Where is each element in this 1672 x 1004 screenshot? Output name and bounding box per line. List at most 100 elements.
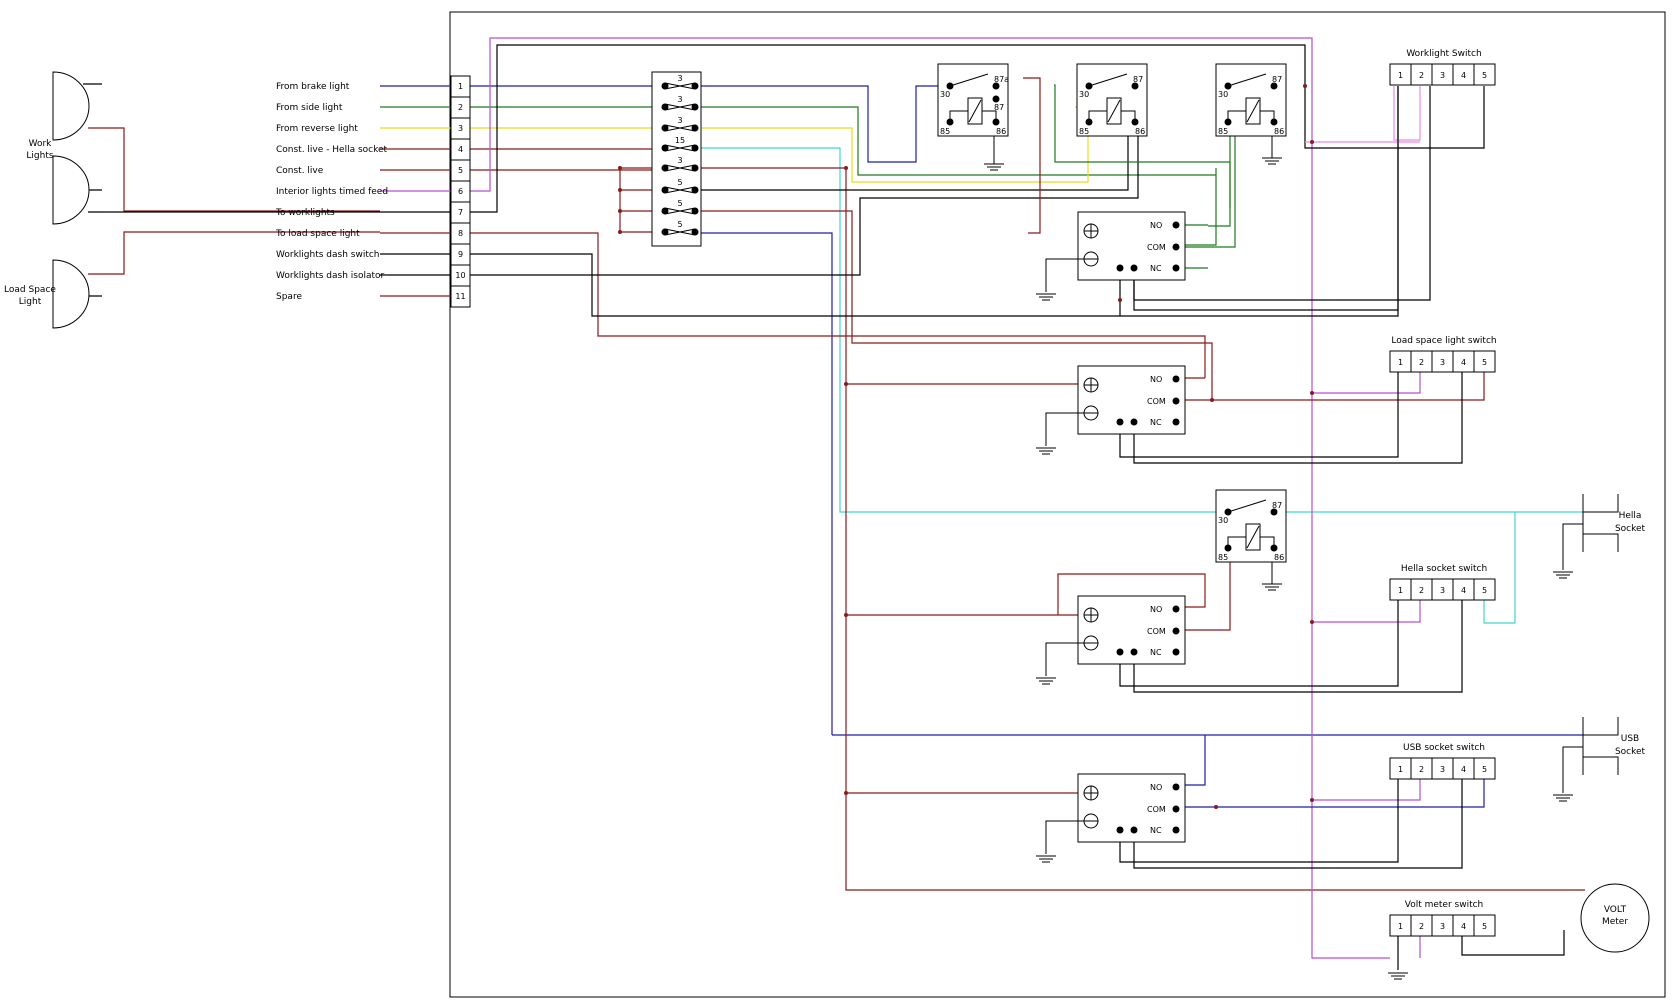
worklight-pink: [1393, 86, 1421, 141]
switch-title: Worklight Switch: [1406, 49, 1481, 59]
ground-symbol: [1262, 583, 1282, 591]
wire-junction: [1118, 298, 1122, 302]
fuse-link: [664, 144, 696, 152]
m3-lead: [1119, 591, 1399, 687]
switch-pin-cell: [1473, 757, 1496, 780]
load-space-light-label-1: Load Space: [4, 285, 56, 295]
terminal-label: Worklights dash switch: [276, 250, 380, 260]
module-pin-nc: [1172, 418, 1180, 426]
loadspace-light-out: [470, 232, 1206, 378]
fuse-rating: 3: [677, 156, 682, 165]
switch-pin-cell: [1473, 578, 1496, 601]
terminal-label: To worklights: [275, 208, 335, 218]
usb-socket-label-1: USB: [1621, 734, 1639, 744]
relay-coil-slash: [1246, 99, 1260, 123]
fuse-box-outline: [651, 71, 702, 247]
relay-coil-lead: [949, 110, 968, 122]
relay-coil-lead: [982, 110, 997, 122]
module-label-no: NO: [1150, 783, 1162, 792]
fuse-rating: 5: [677, 199, 682, 208]
switch-pin-number: 2: [1419, 586, 1424, 595]
dash-isolator-wire: [470, 120, 1139, 276]
fuse-terminal: [691, 144, 699, 152]
relay-label-86: 86: [1135, 127, 1145, 136]
terminal-number: 5: [458, 166, 463, 175]
fuse-terminal: [661, 228, 669, 236]
vm-to-meter: [1461, 925, 1565, 956]
relay-pin-87a: [1131, 82, 1139, 90]
module-ground-lead: [1045, 820, 1084, 854]
switch-pin-number: 3: [1440, 71, 1445, 80]
hella-socket-label-2: Socket: [1615, 524, 1646, 534]
switch-pin-number: 1: [1398, 71, 1403, 80]
ground-symbol: [1036, 677, 1056, 685]
module-pin: [1116, 264, 1124, 272]
fuse-terminal: [691, 164, 699, 172]
switch-pin-number: 1: [1398, 765, 1403, 774]
relay-label-85: 85: [1218, 553, 1228, 562]
relay-coil-lead: [1121, 110, 1136, 122]
socket-ground-lead: [1562, 746, 1583, 793]
fuse-terminal: [661, 186, 669, 194]
switch-pin-number: 5: [1482, 922, 1487, 931]
module-pin-no: [1172, 605, 1180, 613]
relay-coil-lead: [1227, 110, 1246, 122]
switch-title: Load space light switch: [1391, 336, 1496, 346]
m4-lead: [1119, 770, 1399, 863]
module-outline: [1077, 595, 1186, 665]
wire-junction: [1214, 805, 1218, 809]
hella-out: [695, 147, 1583, 513]
wires: [83, 37, 1585, 970]
module-label-no: NO: [1150, 605, 1162, 614]
relay-contact: [1088, 73, 1128, 87]
work-light-lamp-2: [52, 155, 90, 225]
module-pin: [1116, 648, 1124, 656]
fuse-terminal: [691, 124, 699, 132]
switch-pin-number: 1: [1398, 922, 1403, 931]
relay-label-86: 86: [996, 127, 1006, 136]
terminal-label: Interior lights timed feed: [276, 187, 388, 197]
relay-label-87a: 87: [1272, 501, 1282, 510]
terminal-number: 8: [458, 229, 463, 238]
fuse-rating: 3: [677, 74, 682, 83]
module-pin: [1130, 418, 1138, 426]
relay-pin-87a: [992, 82, 1000, 90]
terminal-number: 9: [458, 250, 463, 259]
m2-com: [1175, 363, 1485, 401]
ground-symbol: [1553, 571, 1573, 579]
socket-pin: [1583, 756, 1619, 775]
module-label-no: NO: [1150, 375, 1162, 384]
fuse-link: [664, 207, 696, 215]
hella-socket-label-1: Hella: [1619, 511, 1642, 521]
terminal-number: 2: [458, 103, 463, 112]
switch-pin-cell: [1473, 63, 1496, 86]
ground-symbol: [1036, 447, 1056, 455]
module-ground-lead: [1045, 642, 1084, 676]
terminal-label: Const. live - Hella socket: [276, 145, 388, 155]
module-pin-no: [1172, 221, 1180, 229]
terminal-label: Const. live: [276, 166, 324, 176]
relay-contact: [949, 73, 989, 87]
switch-title: USB socket switch: [1403, 743, 1485, 753]
fuse-link: [664, 186, 696, 194]
module-label-com: COM: [1147, 805, 1166, 814]
fuse-link: [664, 124, 696, 132]
module-label-no: NO: [1150, 221, 1162, 230]
wire-junction: [844, 166, 848, 170]
relay-label-87a: 87: [1133, 75, 1143, 84]
module-pin-com: [1172, 627, 1180, 635]
load-space-lamp: [52, 259, 90, 329]
load-space-light: Load Space Light: [4, 259, 90, 329]
terminal-label: From side light: [276, 103, 343, 113]
work-lights-label-2: Lights: [26, 151, 53, 161]
